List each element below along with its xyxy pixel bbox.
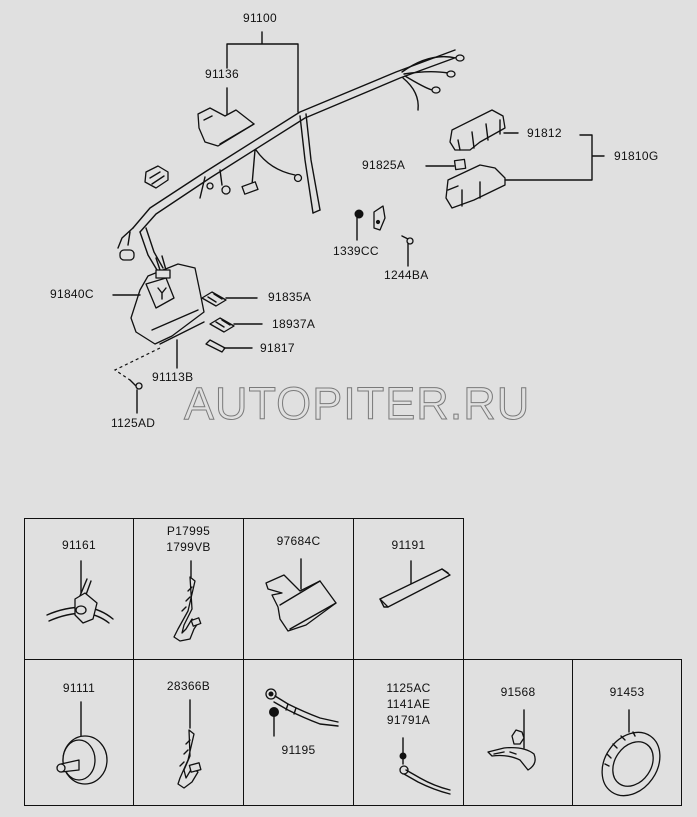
screw-part <box>113 347 161 414</box>
relay-box-part <box>445 109 506 209</box>
grommet-icon <box>46 560 114 624</box>
parts-cell-91111: 91111 <box>24 659 134 806</box>
ground-wire-icon <box>265 688 339 737</box>
parts-cell-91161: 91161 <box>24 518 134 660</box>
cell-label: 91195 <box>281 743 316 757</box>
label-91817: 91817 <box>260 341 295 355</box>
label-91812: 91812 <box>527 126 562 140</box>
ground-bolt-wire-icon <box>399 737 451 795</box>
bolt-part <box>401 235 414 267</box>
leader-91812 <box>503 132 605 181</box>
cell-label: 1125AC <box>386 681 431 695</box>
nut-part <box>354 205 386 241</box>
label-91840c: 91840C <box>50 287 94 301</box>
parts-cell-91568: 91568 <box>463 659 573 806</box>
cell-label: 91191 <box>391 538 426 552</box>
band-clamp-icon <box>177 699 202 789</box>
cell-label: 91568 <box>500 685 536 699</box>
label-91136: 91136 <box>205 67 239 81</box>
label-91825a: 91825A <box>362 158 406 172</box>
cable-tie-icon <box>173 560 202 642</box>
parts-cell-91195: 91195 <box>243 659 354 806</box>
label-91113b: 91113B <box>152 370 194 384</box>
cell-label: 97684C <box>276 534 321 548</box>
harness-protector-part <box>197 107 255 147</box>
cell-label: 91161 <box>62 538 96 552</box>
cell-label: 28366B <box>166 679 211 693</box>
label-1339cc: 1339CC <box>333 244 379 258</box>
label-1244ba: 1244BA <box>384 268 429 282</box>
parts-cell-91453: 91453 <box>572 659 682 806</box>
harness-diagram <box>112 31 605 414</box>
fuse-18937a-part <box>209 317 263 333</box>
leader-91100 <box>226 31 299 119</box>
parts-cell-p17995: P17995 1799VB <box>133 518 244 660</box>
tape-icon <box>379 560 451 608</box>
cell-label: 1799VB <box>166 540 211 554</box>
plug-grommet-icon <box>56 701 108 785</box>
protector-icon <box>265 558 337 632</box>
parts-cell-1125ac: 1125AC 1141AE 91791A <box>353 659 464 806</box>
fuse-91835a-part <box>201 291 258 307</box>
cell-label: 91791A <box>386 713 431 727</box>
parts-cell-97684c: 97684C <box>243 518 354 660</box>
clip-clamp-icon <box>487 709 536 771</box>
cell-label: P17995 <box>166 524 211 538</box>
junction-box-part <box>130 255 205 345</box>
ring-grommet-icon <box>601 709 661 797</box>
parts-cell-91191: 91191 <box>353 518 464 660</box>
parts-cell-28366b: 28366B <box>133 659 244 806</box>
cell-label: 1141AE <box>386 697 431 711</box>
label-91100: 91100 <box>243 11 277 25</box>
cell-label: 91111 <box>62 681 96 695</box>
label-1125ad: 1125AD <box>111 416 156 430</box>
label-91810g: 91810G <box>614 149 659 163</box>
cell-label: 91453 <box>609 685 645 699</box>
fuse-91817-part <box>205 339 253 353</box>
label-18937a: 18937A <box>272 317 316 331</box>
watermark-text: AUTOPITER.RU <box>183 378 531 429</box>
main-harness-part <box>117 49 465 271</box>
label-91835a: 91835A <box>268 290 312 304</box>
